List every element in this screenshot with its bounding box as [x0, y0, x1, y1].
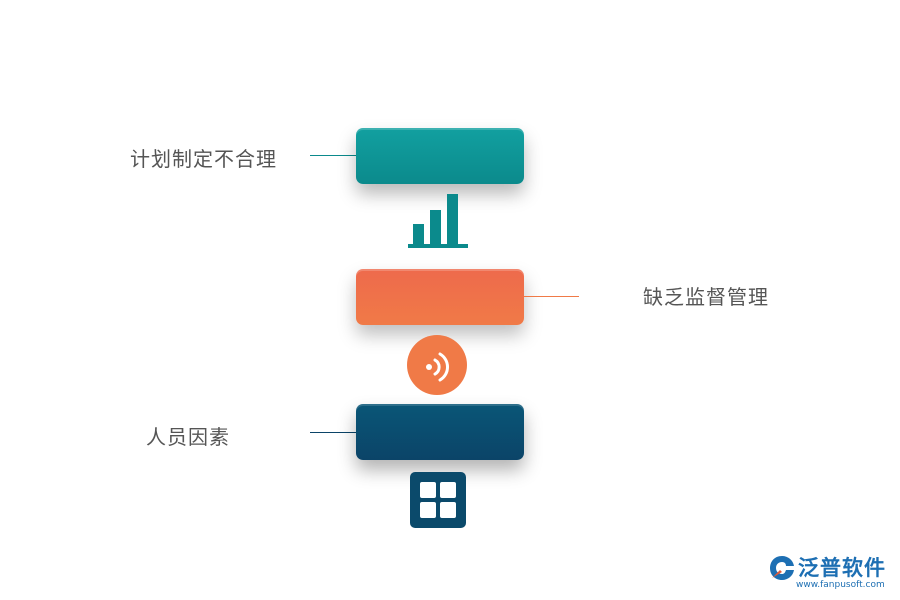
fanpu-logo-icon [770, 556, 794, 580]
bar-plan [356, 128, 524, 184]
logo-url: www.fanpusoft.com [796, 580, 885, 590]
fanpu-logo: 泛普软件 www.fanpusoft.com [768, 552, 893, 596]
item-label-supervision: 缺乏监督管理 [643, 285, 769, 309]
bar-people [356, 404, 524, 460]
item-label-plan: 计划制定不合理 [130, 147, 277, 171]
connector-line-plan [310, 155, 356, 156]
bar-chart-icon [408, 194, 468, 248]
connector-line-supervision [524, 296, 579, 297]
connector-line-people [310, 432, 356, 433]
logo-name: 泛普软件 [798, 556, 886, 580]
item-label-people: 人员因素 [146, 425, 230, 449]
signal-waves-icon [407, 335, 467, 395]
bar-supervision [356, 269, 524, 325]
grid-icon [410, 472, 466, 528]
